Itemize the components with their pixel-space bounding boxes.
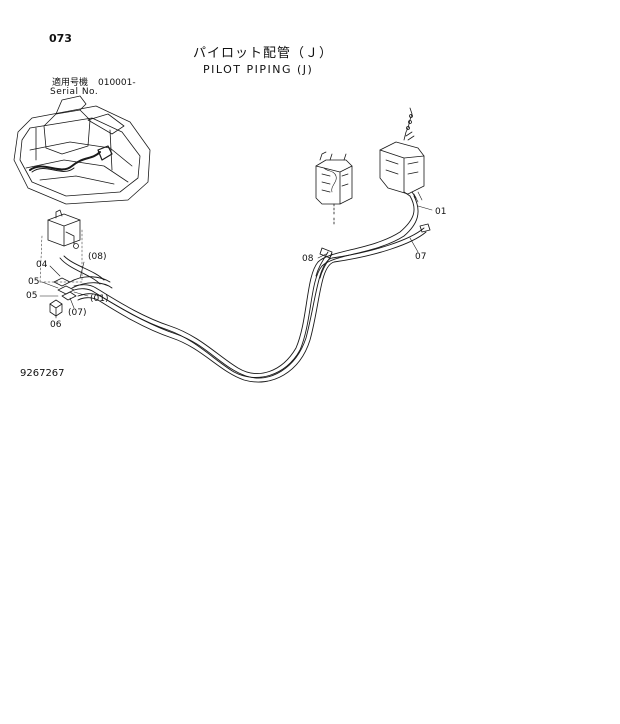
leader-lines	[39, 205, 433, 319]
page-number: 073	[49, 32, 72, 45]
right-control-valve	[379, 107, 425, 203]
callout-08: 08	[302, 254, 314, 264]
callout-labels: 01 07 08 04 05 05 06 (08) (01) (07)	[26, 207, 446, 330]
serial-range: 010001-	[98, 78, 136, 88]
callout-08-paren: (08)	[88, 252, 106, 262]
callout-01-paren: (01)	[90, 294, 108, 304]
pilot-hoses	[59, 191, 431, 383]
callout-05-upper: 05	[28, 277, 39, 287]
title-english: PILOT PIPING (J)	[203, 63, 314, 76]
left-control-block	[39, 209, 83, 283]
serial-label-japanese: 適用号機	[52, 78, 89, 88]
serial-label-english: Serial No.	[50, 87, 99, 97]
callout-05-lower: 05	[26, 291, 37, 301]
pilot-valve-block-top	[315, 151, 353, 227]
machine-overview-sketch	[13, 95, 151, 205]
callout-07-paren: (07)	[68, 308, 86, 318]
callout-06: 06	[50, 320, 62, 330]
callout-01: 01	[435, 207, 446, 217]
title-japanese: パイロット配管（Ｊ）	[193, 46, 334, 61]
callout-07: 07	[415, 252, 426, 262]
callout-04: 04	[36, 260, 48, 270]
drawing-number: 9267267	[20, 368, 65, 379]
